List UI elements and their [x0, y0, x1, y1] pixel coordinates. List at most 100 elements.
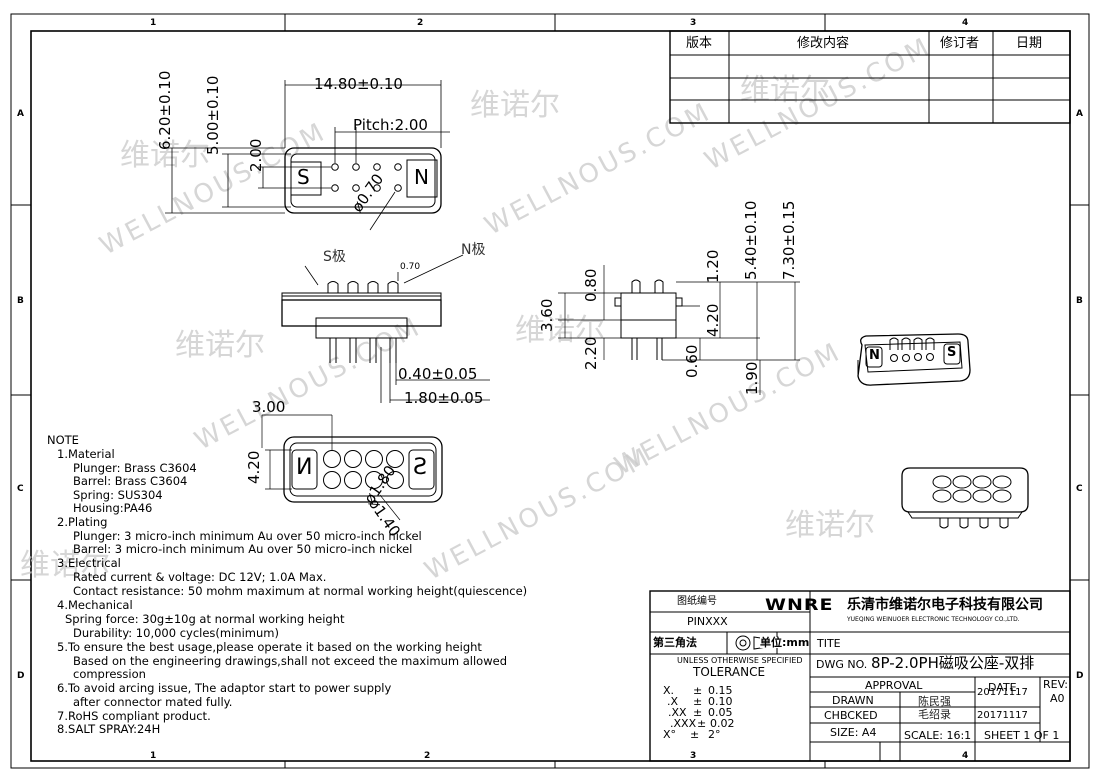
dim-side-b: 1.80±0.05 [404, 389, 484, 407]
note-line: 4.Mechanical [57, 598, 133, 612]
note-line: compression [73, 667, 146, 681]
scale-label: SCALE: 16:1 [904, 729, 972, 742]
tol-row-value: 0.02 [710, 717, 735, 730]
zone-row-b-right: B [1076, 296, 1083, 306]
s-pole-mark: S [297, 165, 310, 189]
rev-header-date: 日期 [1016, 36, 1043, 51]
rev-header-reviser: 修订者 [940, 36, 980, 51]
date-label: DATE [988, 681, 1017, 694]
dwg-no: 8P-2.0PH磁吸公座-双排 [871, 654, 1035, 672]
rev-label: REV: [1043, 678, 1068, 691]
drawing-no-label: 图纸编号 [677, 596, 717, 607]
tol-row-key: .XX [668, 706, 687, 719]
note-line: Durability: 10,000 cycles(minimum) [73, 626, 279, 640]
rev-value: A0 [1050, 692, 1065, 705]
zone-row-b: B [17, 296, 24, 306]
note-heading: NOTE [47, 433, 79, 447]
tol-row-key: X. [663, 684, 675, 697]
watermark-cn: 维诺尔 [470, 88, 560, 123]
checked-name: 毛绍录 [918, 708, 951, 721]
rev-header-version: 版本 [686, 36, 713, 51]
watermark-cn: 维诺尔 [20, 548, 110, 583]
dim-pitch: Pitch:2.00 [353, 116, 428, 134]
zone-col-1: 1 [150, 18, 157, 28]
note-line: Housing:PA46 [73, 501, 153, 515]
note-line: Contact resistance: 50 mohm maximum at n… [73, 584, 528, 598]
size-label: SIZE: A4 [830, 726, 877, 739]
drawn-name: 陈民强 [918, 695, 951, 708]
zone-col-4: 4 [962, 18, 969, 28]
watermark-cn: 维诺尔 [515, 313, 605, 348]
note-line: Plunger: 3 micro-inch minimum Au over 50… [73, 529, 422, 543]
zone-col-3: 3 [690, 18, 697, 28]
zone-col-4-bottom: 4 [962, 751, 969, 761]
company-name-en: YUEQING WEINUOER ELECTRONIC TECHNOLOGY C… [847, 616, 1020, 623]
watermark-cn: 维诺尔 [175, 328, 265, 363]
note-line: 3.Electrical [57, 556, 121, 570]
note-line: 2.Plating [57, 515, 108, 529]
checked-date: 20171117 [977, 710, 1028, 721]
note-line: Rated current & voltage: DC 12V; 1.0A Ma… [73, 570, 327, 584]
sheet-label: SHEET 1 OF 1 [984, 729, 1060, 742]
note-line: after connector mated fully. [73, 695, 233, 709]
unit-label: 单位:mm [760, 636, 810, 649]
tol-row-sign: ± [693, 695, 703, 708]
projection-label: 第三角法 [653, 636, 697, 649]
company-name-cn: 乐清市维诺尔电子科技有限公司 [847, 597, 1043, 613]
zone-row-d: D [17, 671, 25, 681]
zone-row-c-right: C [1076, 484, 1083, 494]
note-line: Spring force: 30g±10g at normal working … [65, 612, 345, 626]
tol-row-key: .XXX [670, 717, 697, 730]
tolerance-head: UNLESS OTHERWISE SPECIFIED [677, 656, 803, 665]
rev-header-content: 修改内容 [797, 36, 850, 51]
note-line: Barrel: Brass C3604 [73, 474, 188, 488]
note-line: Based on the engineering drawings,shall … [73, 654, 507, 668]
tol-row-value: 2° [708, 728, 721, 741]
zone-col-2-bottom: 2 [424, 751, 431, 761]
drawn-label: DRAWN [832, 694, 874, 707]
note-line: Barrel: 3 micro-inch minimum Au over 50 … [73, 542, 413, 556]
n-pole-label: N极 [461, 242, 486, 258]
iso-n-mark: N [869, 348, 880, 363]
zone-row-c: C [17, 484, 24, 494]
tol-row-key: .X [667, 695, 679, 708]
tite-label: TITE [817, 637, 841, 650]
drawing-no: PINXXX [687, 615, 728, 628]
tol-row-value: 0.05 [708, 706, 733, 719]
drawn-date: 20171117 [977, 687, 1028, 698]
tol-row-sign: ± [690, 728, 700, 741]
watermark-cn: 维诺尔 [740, 73, 830, 108]
n-pole-mark: N [414, 165, 429, 189]
note-line: 8.SALT SPRAY:24H [57, 722, 161, 736]
note-line: Spring: SUS304 [73, 488, 163, 502]
tol-row-key: X° [663, 728, 677, 741]
approval-label: APPROVAL [865, 679, 923, 692]
tol-row-sign: ± [693, 706, 703, 719]
company-logo: WNRE [765, 595, 834, 614]
zone-row-a: A [17, 109, 24, 119]
zone-col-3-bottom: 3 [690, 751, 697, 761]
note-line: 1.Material [57, 447, 115, 461]
note-line: 6.To avoid arcing issue, The adaptor sta… [57, 681, 392, 695]
checked-label: CHBCKED [824, 709, 878, 722]
tol-row-value: 0.10 [708, 695, 733, 708]
zone-row-a-right: A [1076, 109, 1083, 119]
dwg-no-label: DWG NO. [816, 658, 868, 671]
dim-width: 14.80±0.10 [314, 75, 403, 93]
zone-row-d-right: D [1076, 671, 1084, 681]
tolerance-label: TOLERANCE [693, 665, 766, 679]
dim-bottom-w: 3.00 [252, 398, 286, 416]
dim-pin-top: 0.70 [400, 262, 421, 272]
watermark-cn: 维诺尔 [120, 138, 210, 173]
tol-row-sign: ± [697, 717, 707, 730]
